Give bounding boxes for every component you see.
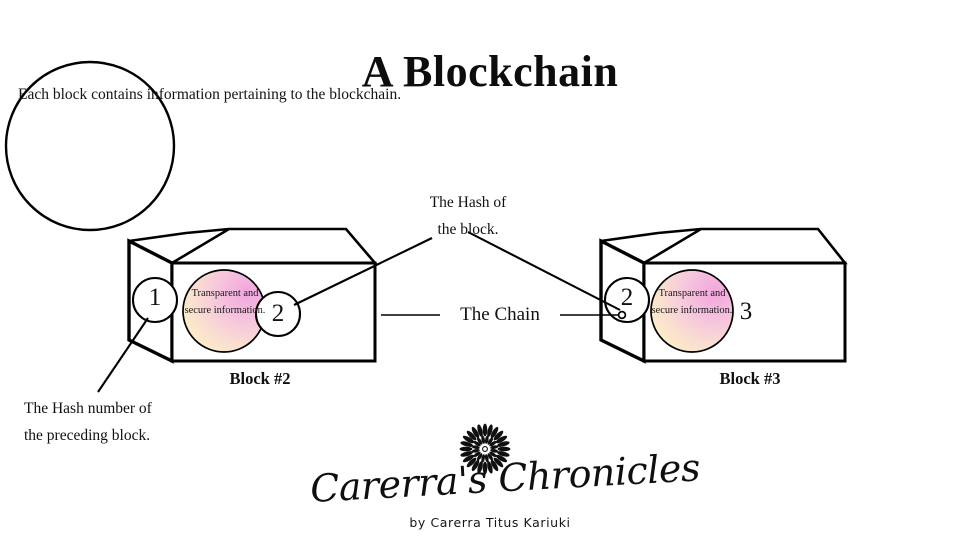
- annotation-hash-of-block: The Hash of the block.: [429, 194, 507, 238]
- leader-line-hash-of-block-right: [467, 231, 621, 311]
- page-title: A Blockchain: [361, 47, 619, 96]
- block-3-marker-2-label: 2: [620, 284, 634, 311]
- chain-endpoint-dot: [617, 310, 627, 320]
- callout-text: Each block contains information pertaini…: [18, 86, 402, 103]
- block-2-marker-1-label: 1: [148, 284, 162, 311]
- leader-line-hash-of-block-left: [293, 237, 433, 306]
- block-3-caption: Block #3: [719, 369, 781, 388]
- brand-name: Carerra's Chronicles: [309, 445, 701, 512]
- block-2-disc-text: Transparent and secure information.: [184, 288, 266, 316]
- annotation-hash-preceding-block: The Hash number of the preceding block.: [24, 400, 152, 444]
- block-3-disc-text: Transparent and secure information.: [651, 288, 733, 316]
- annotation-the-chain: The Chain: [440, 303, 560, 328]
- block-3-marker-3-label: 3: [739, 298, 753, 325]
- block-2-caption: Block #2: [229, 369, 291, 388]
- brand-byline: by Carerra Titus Kariuki: [409, 515, 571, 530]
- leader-line-hash-preceding: [97, 317, 149, 393]
- block-2-marker-2-label: 2: [271, 300, 285, 327]
